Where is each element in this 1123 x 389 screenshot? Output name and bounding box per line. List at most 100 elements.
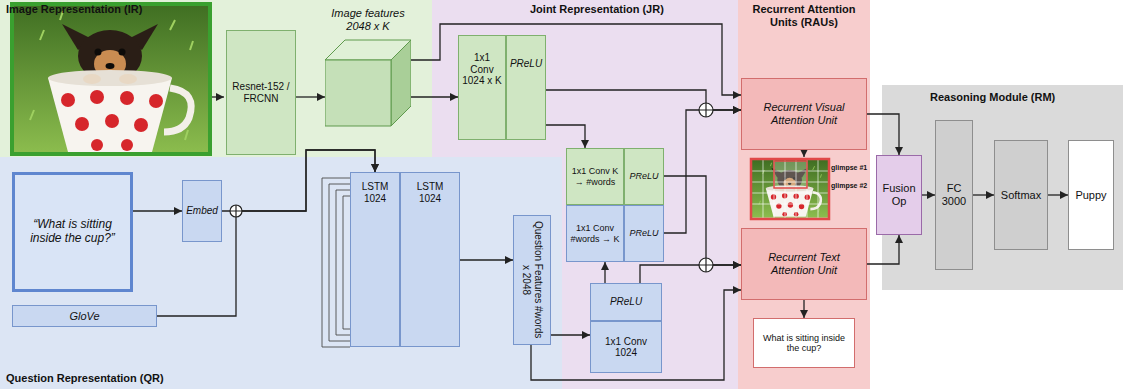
question-box: “What is sitting inside the cup?” xyxy=(12,172,133,292)
connector-arrow xyxy=(411,96,458,97)
activation-cell: PReLU xyxy=(506,35,546,140)
connector-arrow xyxy=(867,235,899,264)
embed-box: Embed xyxy=(182,180,222,242)
sum-operator-part xyxy=(230,205,242,217)
input-image xyxy=(12,4,210,154)
connector-arrow xyxy=(604,262,605,283)
activation-cell: PReLU xyxy=(624,205,664,262)
callout-label: glimpse #1 xyxy=(831,164,867,172)
box-label: LSTM 1024 xyxy=(355,181,395,204)
connector-arrow xyxy=(157,150,375,316)
box-label: Image features 2048 x K xyxy=(327,7,409,32)
lstm-unroll-frames-part xyxy=(322,178,350,347)
activation-cell: PReLU xyxy=(624,148,664,205)
input-image xyxy=(12,4,210,154)
box-label: Fusion Op xyxy=(879,182,919,207)
sum-operator-part xyxy=(230,205,242,217)
conv-cell: 1x1 Conv 1024 xyxy=(590,321,662,373)
region-fill xyxy=(0,0,432,157)
box-label: Embed xyxy=(186,205,218,217)
image-frame xyxy=(12,4,210,154)
region-band: Joint Representation (JR) 1x1 Conv 1024 x… xyxy=(432,0,738,389)
sum-operator-part xyxy=(699,103,713,117)
box-label: Recurrent Visual Attention Unit xyxy=(754,101,854,126)
box-label: “What is sitting inside the cup?” xyxy=(17,218,128,246)
lstm-unroll-frames xyxy=(322,178,350,347)
attention-map xyxy=(752,160,828,218)
connector-arrow xyxy=(1048,194,1068,195)
sum-operator-part xyxy=(699,258,713,272)
sum-operator-part xyxy=(699,258,713,272)
connector-arrow xyxy=(640,265,741,283)
attention-map-part xyxy=(752,160,828,218)
attention-map-part-part xyxy=(763,160,818,218)
lstm-box: LSTM 1024 xyxy=(350,172,400,347)
cube-face xyxy=(325,60,391,126)
region-title: Image Representation (IR) xyxy=(6,3,142,16)
box-label: GloVe xyxy=(69,310,99,323)
attention-map xyxy=(751,159,829,219)
lstm-unroll-frames-part xyxy=(343,196,350,329)
lstm-box: LSTM 1024 xyxy=(400,172,460,347)
connector-arrow xyxy=(973,194,994,195)
attention-map-part xyxy=(774,161,807,188)
box-label: PReLU xyxy=(629,228,658,238)
cube-face xyxy=(391,40,411,126)
box-label: PReLU xyxy=(510,58,542,70)
region-band: Recurrent Attention Units (RAUs) Recurren… xyxy=(738,0,870,389)
connector-arrow xyxy=(664,176,741,265)
box-label: 1x1 Conv 1024 xyxy=(601,336,651,359)
attention-unit: Recurrent Text Attention Unit xyxy=(741,228,867,300)
box-label: PReLU xyxy=(610,296,642,308)
feature-cube: Image features 2048 x K xyxy=(325,5,411,145)
connector-arrow xyxy=(551,334,590,335)
layer-box: FC 3000 xyxy=(935,120,973,270)
sum-operator-part xyxy=(699,103,713,117)
callout-label: glimpse #2 xyxy=(831,182,867,190)
region-band: Question Representation (QR)“What is sit… xyxy=(0,157,562,389)
conv-cell: 1x1 Conv 1024 x K xyxy=(458,35,506,140)
region-fill xyxy=(738,0,870,389)
feature-matrix: Question Features #words x 2048 xyxy=(513,215,551,345)
box-label: 1x1 Conv K → #words xyxy=(569,166,621,187)
connector-arrow xyxy=(133,210,182,211)
box-label: Resnet-152 / FRCNN xyxy=(229,81,293,104)
lstm-unroll-frames-part xyxy=(329,184,350,341)
activation-cell: PReLU xyxy=(590,283,662,321)
connector-arrow xyxy=(803,300,804,318)
leader-arrow xyxy=(803,151,804,157)
connector-arrow xyxy=(296,96,325,97)
connector-arrow xyxy=(867,114,899,155)
fusion-box: Fusion Op xyxy=(876,155,922,235)
region-title: Reasoning Module (RM) xyxy=(930,91,1055,104)
region-band: Reasoning Module (RM) FC 3000 Softmax Puppy xyxy=(882,85,1123,290)
region-band: Image Representation (IR) Resnet-152 / FR… xyxy=(0,0,432,157)
box-label: LSTM 1024 xyxy=(410,181,450,204)
text-attention-map: What is sitting inside the cup? xyxy=(753,318,855,368)
attention-unit: Recurrent Visual Attention Unit xyxy=(741,78,867,150)
connector-arrow xyxy=(922,194,935,195)
box-label: Softmax xyxy=(1001,189,1041,202)
box-label: FC 3000 xyxy=(938,182,970,207)
connector-arrow xyxy=(664,110,741,233)
lstm-unroll-frames-part xyxy=(336,190,350,335)
box-label: Recurrent Text Attention Unit xyxy=(754,251,854,276)
box-label: Question Features #words x 2048 xyxy=(521,220,544,340)
network-box: Resnet-152 / FRCNN xyxy=(226,30,296,155)
box-label: 1x1 Conv #words → K xyxy=(569,223,621,244)
attention-map-part xyxy=(751,159,829,219)
layer-box: Softmax xyxy=(994,140,1048,250)
connector-arrow xyxy=(531,290,741,380)
embedding-box: GloVe xyxy=(12,305,157,327)
conv-cell: 1x1 Conv K → #words xyxy=(566,148,624,205)
region-fill xyxy=(0,157,562,389)
conv-cell: 1x1 Conv #words → K xyxy=(566,205,624,262)
box-label: Puppy xyxy=(1075,189,1106,202)
connector-arrow xyxy=(546,125,585,148)
region-title: Recurrent Attention Units (RAUs) xyxy=(742,3,866,28)
region-title: Joint Representation (JR) xyxy=(530,3,664,16)
connector-arrow xyxy=(460,259,513,260)
answer-box: Puppy xyxy=(1068,140,1114,250)
